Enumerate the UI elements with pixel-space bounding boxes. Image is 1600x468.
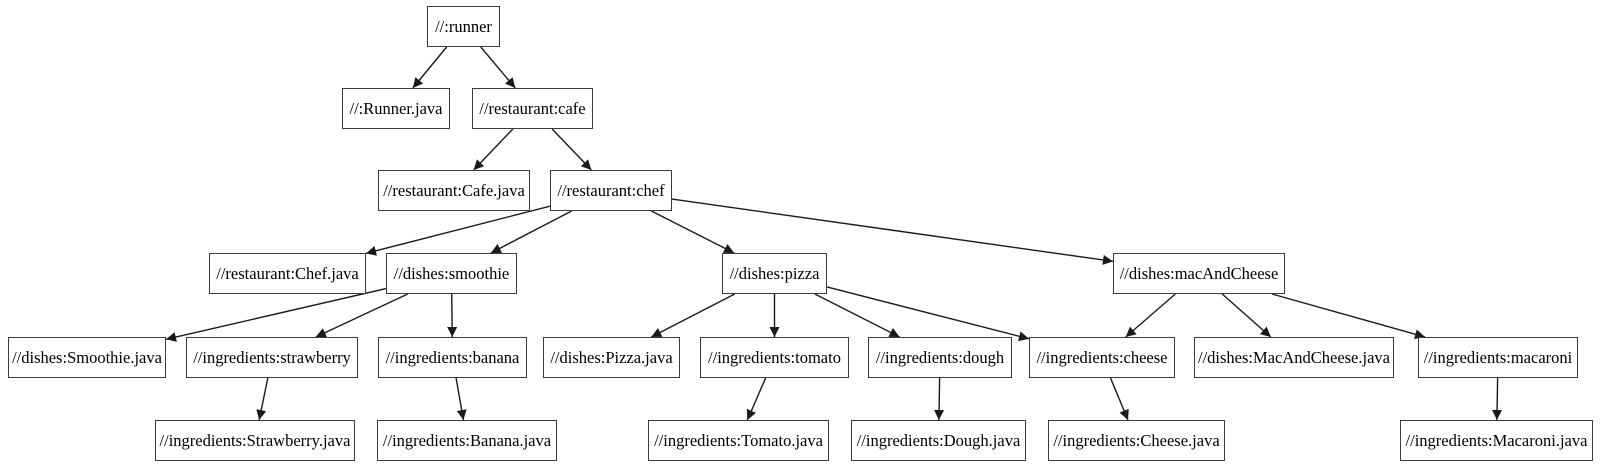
node-chef-java: //restaurant:Chef.java — [209, 253, 366, 294]
edge-chef-to-smoothie — [490, 210, 572, 254]
node-banana: //ingredients:banana — [378, 337, 527, 378]
edge-mac_and_cheese-to-macaroni — [1271, 293, 1426, 340]
node-macaroni: //ingredients:macaroni — [1418, 337, 1578, 378]
node-strawberry-java: //ingredients:Strawberry.java — [155, 420, 355, 461]
edge-smoothie-to-strawberry — [315, 293, 408, 338]
edge-dough-to-dough_java — [934, 377, 945, 421]
edge-mac_and_cheese-to-cheese — [1125, 293, 1176, 338]
node-chef: //restaurant:chef — [550, 170, 672, 211]
node-dough-java: //ingredients:Dough.java — [851, 420, 1026, 461]
node-mac-and-cheese-java: //dishes:MacAndCheese.java — [1194, 337, 1394, 378]
edge-pizza-to-pizza_java — [650, 293, 736, 338]
edge-runner-to-runner_java — [412, 46, 448, 89]
node-pizza-java: //dishes:Pizza.java — [543, 337, 680, 378]
edge-pizza-to-dough — [814, 293, 900, 338]
node-smoothie-java: //dishes:Smoothie.java — [8, 337, 166, 378]
node-strawberry: //ingredients:strawberry — [186, 337, 358, 378]
edge-smoothie-to-smoothie_java — [165, 287, 387, 342]
node-cafe-java: //restaurant:Cafe.java — [378, 170, 530, 211]
node-pizza: //dishes:pizza — [722, 253, 827, 294]
edge-banana-to-banana_java — [455, 377, 467, 421]
node-cheese: //ingredients:cheese — [1029, 337, 1175, 378]
edge-chef-to-mac_and_cheese — [671, 198, 1114, 265]
edge-cheese-to-cheese_java — [1109, 377, 1129, 421]
edge-runner-to-cafe — [480, 46, 516, 89]
node-cafe: //restaurant:cafe — [472, 88, 593, 129]
edge-pizza-to-cheese — [826, 286, 1030, 342]
node-tomato-java: //ingredients:Tomato.java — [648, 420, 829, 461]
node-cheese-java: //ingredients:Cheese.java — [1048, 420, 1225, 461]
edge-chef-to-chef_java — [365, 205, 551, 256]
edge-chef-to-pizza — [651, 210, 735, 254]
node-runner: //:runner — [427, 6, 500, 47]
node-runner-java: //:Runner.java — [342, 88, 450, 129]
edge-cafe-to-chef — [551, 128, 592, 171]
edge-mac_and_cheese-to-mac_and_cheese_java — [1221, 293, 1272, 338]
node-mac-and-cheese: //dishes:macAndCheese — [1113, 253, 1285, 294]
edge-strawberry-to-strawberry_java — [256, 377, 269, 421]
node-tomato: //ingredients:tomato — [700, 337, 849, 378]
node-banana-java: //ingredients:Banana.java — [377, 420, 557, 461]
edge-macaroni-to-macaroni_java — [1492, 377, 1503, 421]
node-smoothie: //dishes:smoothie — [386, 253, 517, 294]
node-dough: //ingredients:dough — [868, 337, 1012, 378]
edge-cafe-to-cafe_java — [473, 128, 514, 171]
edge-tomato-to-tomato_java — [746, 377, 767, 421]
node-macaroni-java: //ingredients:Macaroni.java — [1400, 420, 1593, 461]
edge-smoothie-to-banana — [447, 293, 458, 338]
